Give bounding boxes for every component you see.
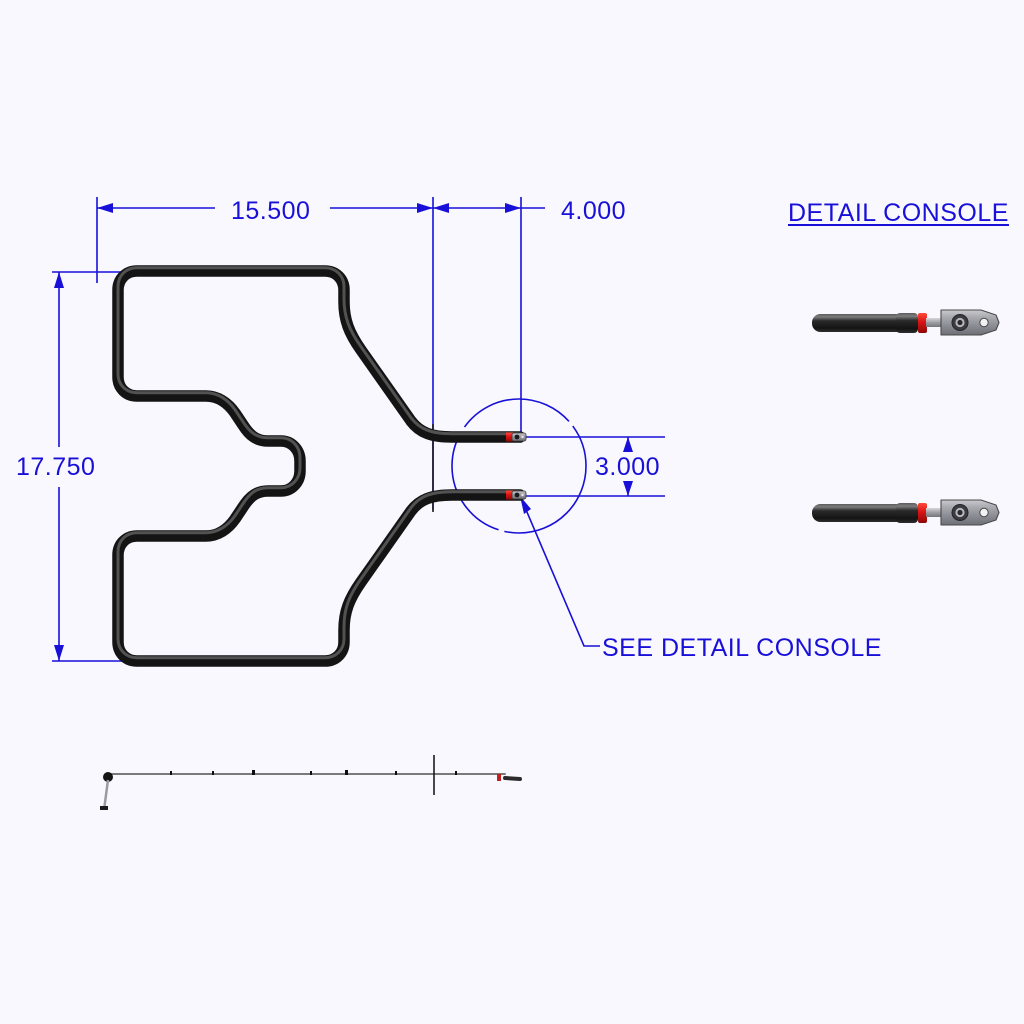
front-terminal-lower (506, 490, 527, 500)
dimension-label-terminal-spacing: 3.000 (595, 453, 661, 481)
dimension-arrowheads-15-500 (97, 203, 433, 213)
dimension-lines (52, 197, 665, 662)
dimension-label-terminal-length: 4.000 (561, 197, 627, 225)
side-view-element (100, 755, 522, 811)
detail-circle-icon (451, 398, 587, 534)
dimension-arrowheads-17-750 (54, 272, 64, 661)
note-see-detail-console: SEE DETAIL CONSOLE (602, 634, 882, 662)
detail-console-terminal-lower (812, 499, 1000, 526)
dimension-label-width-overall: 15.500 (231, 197, 311, 225)
extension-lines-left (52, 271, 132, 662)
dimension-arrowheads-3-000 (623, 437, 633, 496)
leader-line-detail-callout (520, 497, 600, 647)
extension-lines-right (521, 436, 665, 497)
detail-console-terminal-upper (812, 309, 1000, 336)
leader-arrow-icon (520, 496, 531, 514)
side-view-ticks (170, 770, 457, 775)
detail-view-title: DETAIL CONSOLE (788, 199, 1009, 227)
dimension-arrowheads-4-000 (433, 203, 521, 213)
dimension-label-height-overall: 17.750 (16, 453, 96, 481)
front-terminal-upper (506, 432, 527, 442)
extension-lines-top (96, 197, 522, 510)
front-view-element (112, 265, 527, 667)
